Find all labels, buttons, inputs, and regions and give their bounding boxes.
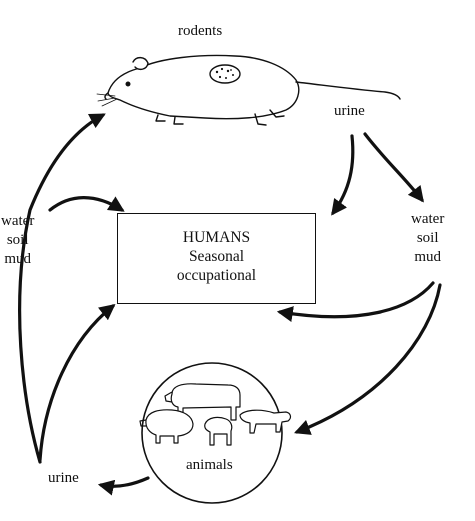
right-reservoir-water: water [411,211,445,227]
humans-box-line2: Seasonal [188,248,245,265]
arrow-urine-to-rodents [18,113,106,464]
arrow-urine-to-right-reservoir [363,132,424,203]
animals-label: animals [186,457,233,473]
arrow-urine-to-humans [331,134,355,216]
right-reservoir-soil: soil [416,230,439,246]
urine-label-top: urine [334,103,365,119]
right-reservoir-mud: mud [414,249,441,265]
left-reservoir-mud: mud [4,251,31,267]
arrow-right-reservoir-to-animals [294,283,442,435]
left-reservoir-water: water [1,213,35,229]
arrow-right-reservoir-to-humans [276,281,435,322]
arrow-urine-to-humans-lower [38,304,116,462]
arrow-left-reservoir-to-humans [48,196,125,212]
humans-box-line3: occupational [176,267,257,284]
urine-label-bottom: urine [48,470,79,486]
rodents-title: rodents [178,23,223,39]
arrow-animals-to-urine [97,476,150,496]
left-reservoir-label: water soil mud [1,212,34,269]
left-reservoir-soil: soil [6,232,29,248]
livestock-illustration [139,383,292,446]
humans-box: HUMANS Seasonal occupational [117,213,316,304]
rodent-illustration [96,54,401,126]
right-reservoir-label: water soil mud [411,210,444,267]
humans-box-line1: HUMANS [182,229,251,246]
cycle-arrows [18,113,442,496]
